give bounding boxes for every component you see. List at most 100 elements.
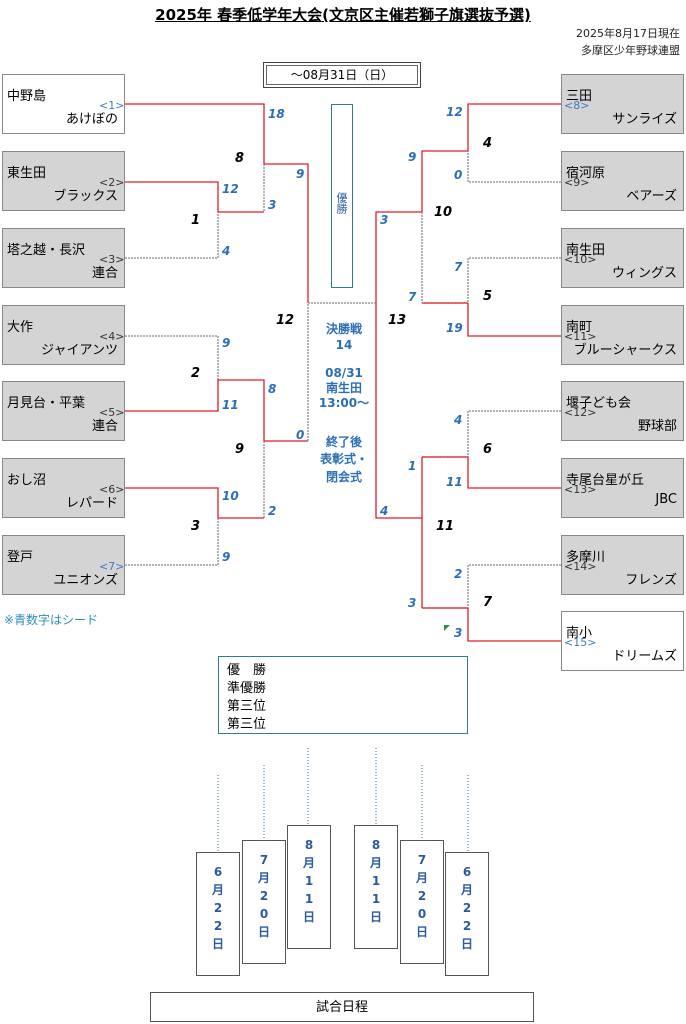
team-name-sub: サンライズ [612,112,677,127]
result-champion: 優 勝 [227,663,267,678]
seed-number: <10> [564,253,597,266]
score: 9 [408,150,417,164]
result-third: 第三位 [227,699,267,714]
score: 3 [268,198,277,212]
team-name-sub: ジャイアンツ [41,343,118,358]
team-name-sub: フレンズ [625,573,677,588]
score: 12 [446,105,463,119]
seed-number: <12> [564,406,597,419]
seed-number: <2> [99,176,125,189]
team-name: 中野島 [7,89,47,104]
seed-number: <11> [564,330,597,343]
final-time: 13:00～ [318,396,370,410]
team-box: 南生田ウィングス<10> [561,228,684,288]
team-name-sub: JBC [655,492,677,507]
score: 4 [380,504,389,518]
team-name-sub: ブルーシャークス [573,343,677,358]
team-name-sub: レパード [65,496,118,511]
score: 4 [454,413,463,427]
score: 4 [222,244,231,258]
seed-number: <6> [99,483,125,496]
team-name: 寺尾台星が丘 [566,473,645,488]
results-box: 優 勝 準優勝 第三位 第三位 [218,656,468,734]
score: 11 [446,475,463,489]
team-box: おし沼レパード<6> [2,458,125,518]
seed-number: <8> [564,99,590,112]
team-name-sub: ドリームズ [612,649,677,664]
score: 9 [222,336,231,350]
team-box: 登戸ユニオンズ<7> [2,535,125,595]
score: 9 [296,167,305,181]
game-number: 7 [483,595,493,610]
score: 0 [296,428,305,442]
team-name-sub: 連合 [91,419,118,434]
team-name: 三田 [566,89,593,104]
seed-note: ※青数字はシード [4,613,99,627]
score: 1 [408,459,417,473]
game-number: 10 [434,205,453,220]
final-game-number: 14 [335,338,353,352]
final-after: 終了後 [325,435,362,449]
final-closing: 閉会式 [325,470,362,484]
game-number: 11 [436,519,455,534]
team-name-sub: ウィングス [611,266,677,281]
score: 3 [380,213,389,227]
final-date: 08/31 [325,366,363,380]
score: 10 [222,489,239,503]
result-third: 第三位 [227,717,267,732]
game-number: 5 [483,289,493,304]
team-box: 多摩川フレンズ <14> [561,535,684,595]
schedule-label: 試合日程 [150,992,534,1022]
game-number: 9 [235,442,245,457]
team-name: 南町 [566,320,593,335]
score: 0 [454,168,463,182]
score: 18 [268,107,285,121]
score: 2 [454,567,463,581]
game-number: 3 [191,519,201,534]
score: 19 [446,321,463,335]
team-name: 多摩川 [566,550,606,565]
team-name: 塔之越・長沢 [7,243,86,258]
seed-number: <7> [99,560,125,573]
team-box: 中野島あけぼの<1> [2,74,125,134]
score: 11 [222,398,239,412]
team-box: 三田サンライズ <8> [561,74,684,134]
score: 3 [454,626,463,640]
score: 7 [454,260,463,274]
team-name: おし沼 [7,473,47,488]
game-number: 8 [235,151,245,166]
game-number: 4 [483,136,493,151]
result-runner-up: 準優勝 [227,681,267,696]
final-date-box: ～08月31日（日） [263,62,421,88]
game-number: 1 [191,213,201,228]
score: 7 [408,290,417,304]
team-box: 南小ドリームズ <15> [561,611,684,671]
team-box: 宿河原ベアーズ<9> [561,151,684,211]
team-name: 南小 [566,626,593,641]
score: 2 [268,504,277,518]
score: 8 [268,382,277,396]
team-name: 大作 [7,320,34,335]
as-of-date: 2025年8月17日現在 [576,27,680,40]
team-name: 宿河原 [566,166,606,181]
team-name-sub: ユニオンズ [53,573,118,588]
team-name-sub: ベアーズ [626,189,677,204]
game-number: 12 [276,313,295,328]
team-name: 登戸 [7,550,34,565]
page-title: 2025年 春季低学年大会(文京区主催若獅子旗選抜予選) [155,6,531,24]
team-name: 月見台・平葉 [7,396,86,411]
score: 3 [408,596,417,610]
seed-number: <15> [564,636,597,649]
team-name: 東生田 [7,166,47,181]
game-number: 2 [191,366,201,381]
organizer: 多摩区少年野球連盟 [581,44,680,57]
game-number: 6 [483,442,493,457]
team-name-sub: 連合 [91,266,118,281]
seed-number: <14> [564,560,597,573]
team-box: 大作ジャイアンツ<4> [2,305,125,365]
